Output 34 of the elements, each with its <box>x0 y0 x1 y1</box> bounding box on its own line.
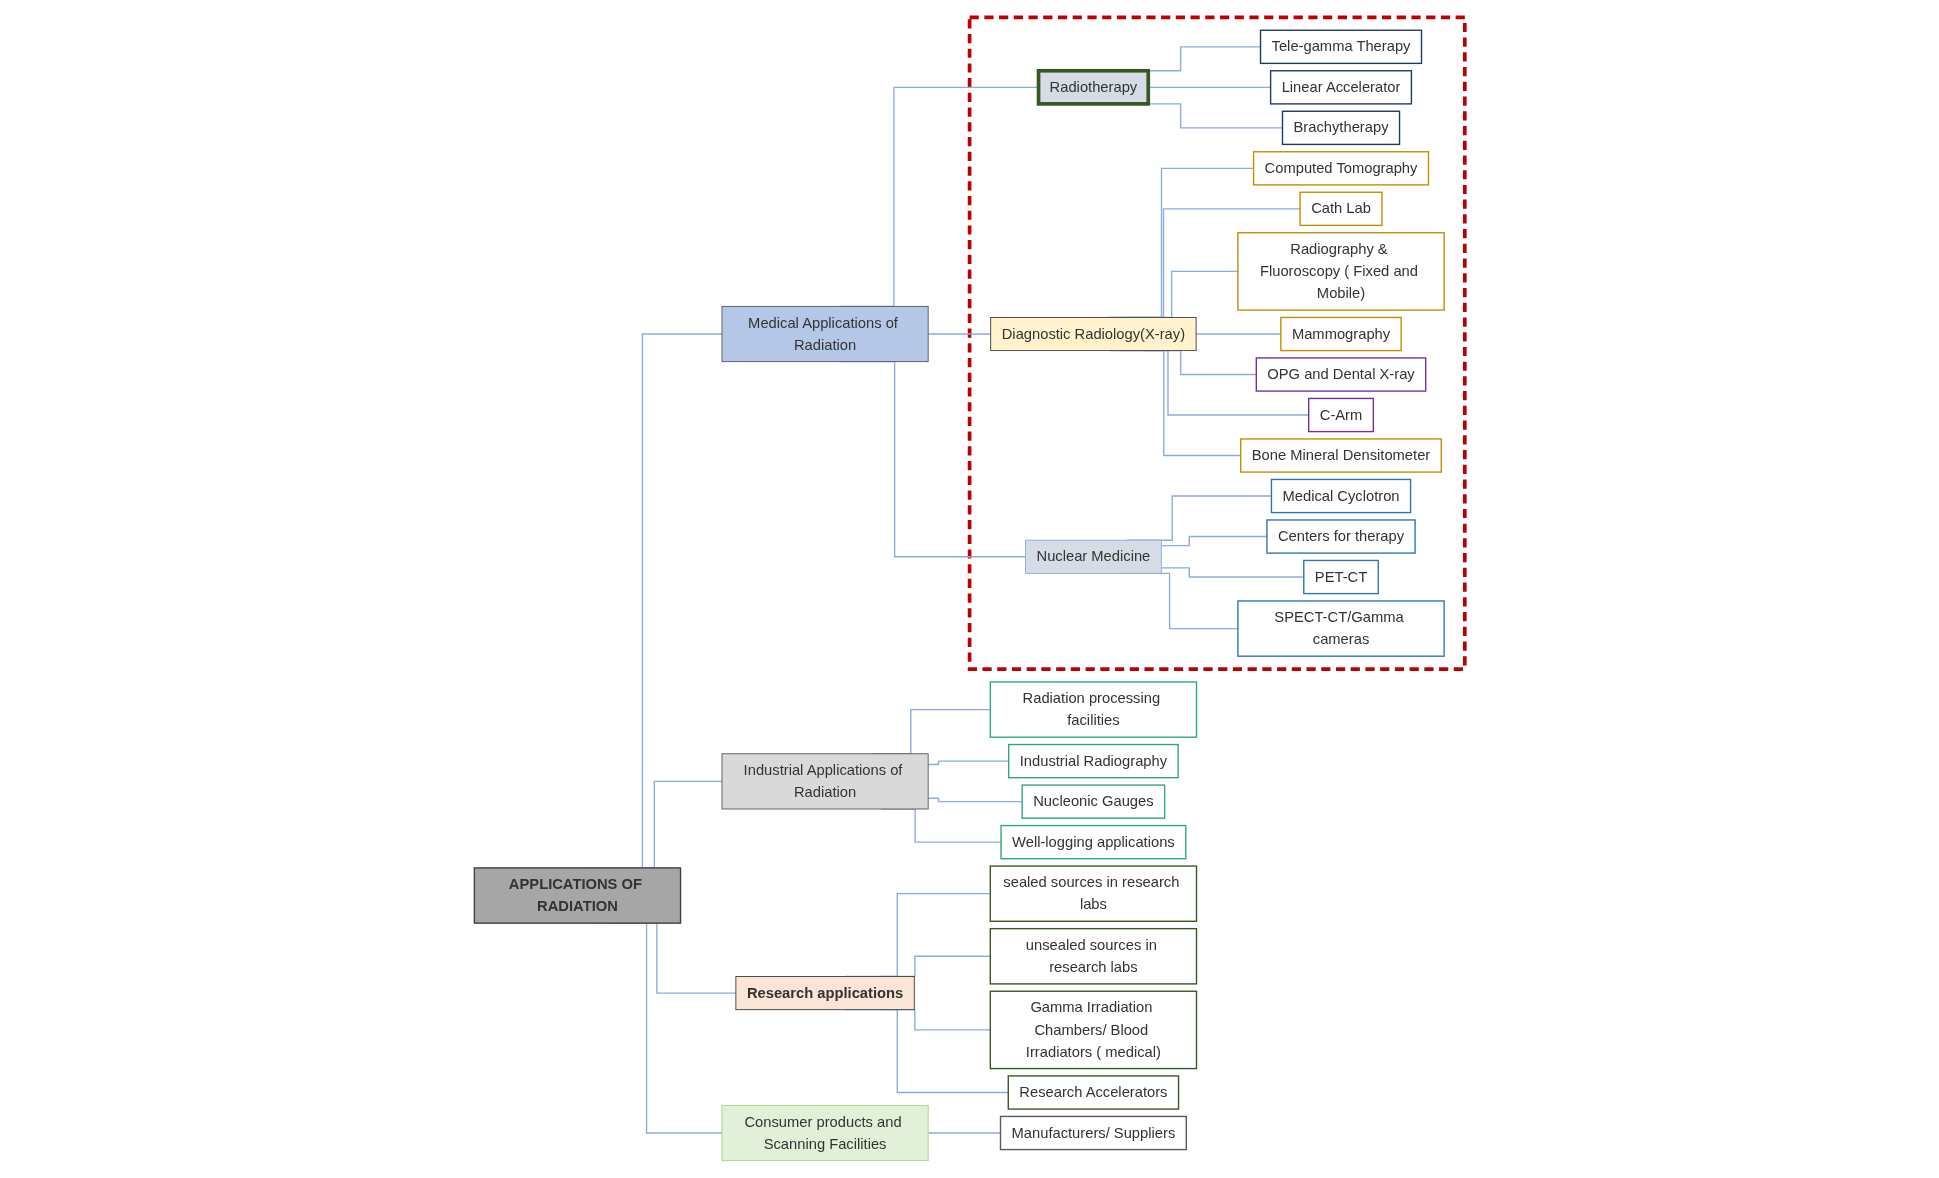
node-box: Cath Lab <box>1299 191 1383 227</box>
connector <box>927 333 992 335</box>
node-box: APPLICATIONS OF RADIATION <box>473 867 682 924</box>
node-box: Radiotherapy <box>1036 68 1150 106</box>
node-box: Radiation processing facilities <box>989 681 1198 738</box>
node-box: Centers for therapy <box>1266 519 1416 554</box>
node-box: Mammography <box>1280 316 1402 352</box>
node-box: Research applications <box>735 976 915 1011</box>
node-box: PET-CT <box>1303 559 1379 595</box>
node-box: Nuclear Medicine <box>1024 539 1162 574</box>
node-box: SPECT-CT/Gamma cameras <box>1237 600 1445 657</box>
node-box: Diagnostic Radiology(X-ray) <box>990 317 1197 352</box>
node-box: Gamma Irradiation Chambers/ Blood Irradiators ( medical) <box>989 990 1198 1070</box>
node-box: Brachytherapy <box>1281 110 1401 146</box>
node-box: Well-logging applications <box>1000 824 1187 860</box>
node-box: Industrial Radiography <box>1007 743 1179 779</box>
node-box: Bone Mineral Densitometer <box>1239 438 1442 473</box>
node-box: Computed Tomography <box>1252 151 1430 186</box>
node-box: Industrial Applications of Radiation <box>721 753 929 810</box>
node-box: Nucleonic Gauges <box>1021 784 1166 819</box>
node-box: Tele-gamma Therapy <box>1259 29 1423 65</box>
node-box: Consumer products and Scanning Facilities <box>721 1104 929 1162</box>
node-box: C-Arm <box>1307 397 1374 433</box>
node-box: Linear Accelerator <box>1269 70 1412 105</box>
node-box: Radiography & Fluoroscopy ( Fixed and Mobile) <box>1237 232 1445 311</box>
cluster <box>967 15 1467 671</box>
node-box: Manufacturers/ Suppliers <box>999 1115 1187 1151</box>
node-box: OPG and Dental X-ray <box>1255 357 1427 392</box>
node-box: Medical Cyclotron <box>1270 478 1412 514</box>
node-box: Research Accelerators <box>1007 1075 1180 1110</box>
node-box: unsealed sources in research labs <box>989 927 1198 985</box>
connector <box>927 797 1023 803</box>
node-box: sealed sources in research labs <box>989 865 1198 922</box>
node-box: Medical Applications of Radiation <box>721 305 929 363</box>
